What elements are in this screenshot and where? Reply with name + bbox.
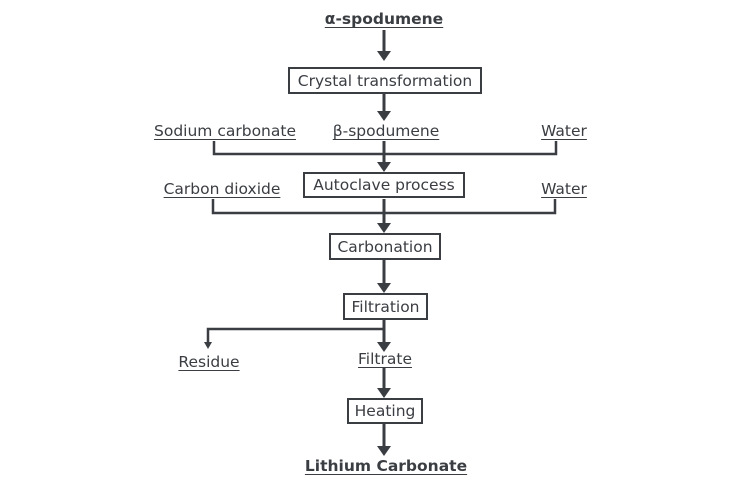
input-sodium-carbonate: Sodium carbonate bbox=[154, 122, 296, 140]
input-carbon-dioxide: Carbon dioxide bbox=[163, 180, 281, 198]
branch-line-residue bbox=[206, 327, 384, 343]
arrowhead bbox=[377, 283, 391, 293]
step-filtration: Filtration bbox=[343, 293, 428, 320]
intermediate-filtrate: Filtrate bbox=[358, 350, 412, 368]
arrowhead bbox=[377, 342, 391, 352]
step-heating: Heating bbox=[347, 398, 423, 424]
arrowhead bbox=[377, 446, 391, 456]
input-water-2: Water bbox=[541, 180, 587, 198]
arrowhead bbox=[204, 342, 212, 349]
arrowhead bbox=[377, 223, 391, 233]
intermediate-beta-spodumene: β-spodumene bbox=[332, 122, 440, 140]
arrowhead bbox=[377, 111, 391, 121]
input-water-1: Water bbox=[541, 122, 587, 140]
step-crystal-transformation: Crystal transformation bbox=[288, 67, 482, 94]
step-carbonation: Carbonation bbox=[329, 233, 441, 260]
output-residue: Residue bbox=[178, 353, 240, 371]
step-autoclave-process: Autoclave process bbox=[303, 172, 465, 198]
final-product-label: Lithium Carbonate bbox=[304, 457, 468, 475]
arrowhead bbox=[377, 162, 391, 172]
arrowhead bbox=[377, 388, 391, 398]
arrowhead bbox=[377, 51, 391, 61]
start-material-label: α-spodumene bbox=[324, 10, 444, 28]
